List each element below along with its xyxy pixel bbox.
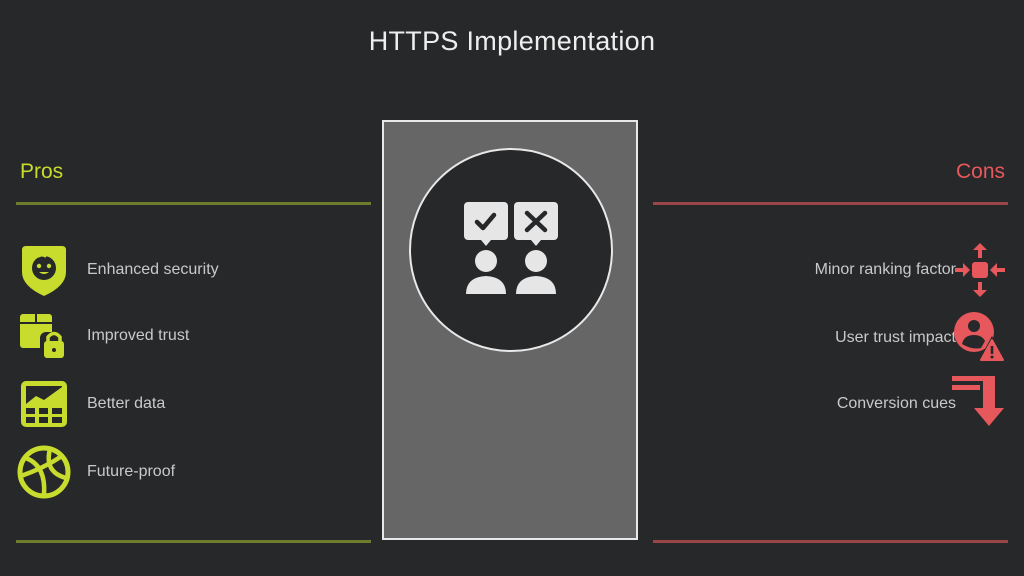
cons-bottom-divider xyxy=(653,540,1008,543)
pros-top-divider xyxy=(16,202,371,205)
con-label: Minor ranking factor xyxy=(814,261,956,278)
chart-table-icon xyxy=(16,376,72,432)
cons-top-divider xyxy=(653,202,1008,205)
pro-item-future-proof: Future-proof xyxy=(16,444,376,500)
con-label: User trust impact xyxy=(835,329,956,346)
basketball-globe-icon xyxy=(16,444,72,500)
turn-down-arrow-icon xyxy=(952,376,1008,432)
con-item-minor-ranking-factor: Minor ranking factor xyxy=(815,242,1008,298)
center-circle xyxy=(409,148,613,352)
con-item-user-trust-impact: User trust impact xyxy=(835,310,1008,366)
pro-item-improved-trust: Improved trust xyxy=(16,308,376,364)
pro-label: Improved trust xyxy=(87,327,190,344)
pros-bottom-divider xyxy=(16,540,371,543)
pro-label: Future-proof xyxy=(87,463,176,480)
cons-heading: Cons xyxy=(955,160,1005,183)
pros-heading: Pros xyxy=(20,160,64,183)
page-title: HTTPS Implementation xyxy=(368,26,656,56)
package-lock-icon xyxy=(16,308,72,364)
con-label: Conversion cues xyxy=(836,395,956,412)
pro-label: Enhanced security xyxy=(87,261,219,278)
pro-item-better-data: Better data xyxy=(16,376,376,432)
con-item-conversion-cues: Conversion cues xyxy=(837,376,1008,432)
pro-item-enhanced-security: Enhanced security xyxy=(16,242,376,298)
pro-label: Better data xyxy=(87,395,166,412)
user-warning-icon xyxy=(952,310,1008,366)
converge-arrows-icon xyxy=(952,242,1008,298)
approve-reject-people-icon xyxy=(461,198,561,303)
shield-face-icon xyxy=(16,242,72,298)
